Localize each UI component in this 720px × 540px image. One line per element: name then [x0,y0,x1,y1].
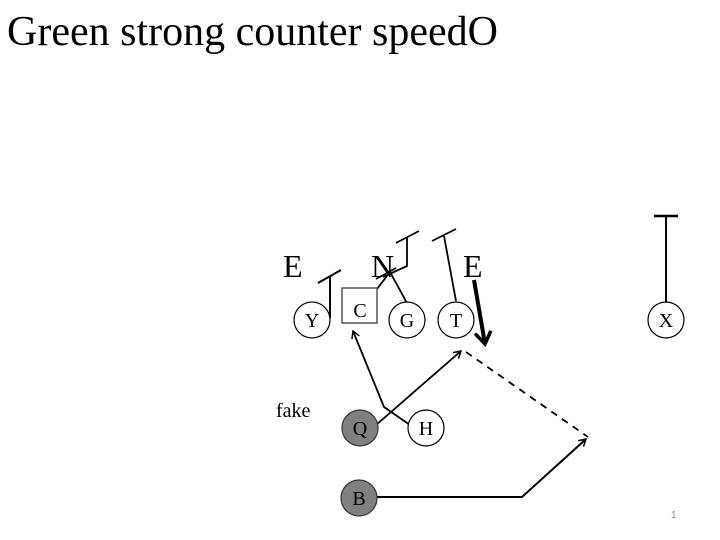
player-t: T [437,301,475,339]
player-x: X [647,301,685,339]
pitch-path [465,351,589,438]
svg-text:T: T [450,310,462,332]
g-block-path [382,230,420,304]
svg-text:X: X [659,310,674,332]
player-h: H [407,409,445,447]
page-number: 1 [671,510,677,521]
defender-e-weak: E [283,248,303,284]
svg-text:B: B [352,488,365,510]
slide-title: Green strong counter speedO [7,9,498,55]
player-b: B [340,479,378,517]
player-c: C [341,287,378,324]
y-block-path [317,269,342,318]
svg-text:C: C [353,300,366,322]
svg-text:H: H [419,418,433,440]
defender-n: N [371,248,394,284]
h-fake-path [351,329,411,426]
player-q: Q [341,409,379,447]
b-path [377,437,588,498]
t-block-path [431,228,457,302]
defender-e-strong: E [463,248,483,284]
svg-text:G: G [400,310,414,332]
x-block-path [654,214,678,302]
player-g: G [388,301,426,339]
svg-text:Y: Y [305,310,319,332]
end-rush-arrow [472,279,493,348]
svg-text:Q: Q [353,418,368,440]
fake-annotation: fake [276,400,311,422]
q-path [375,350,463,426]
player-y: Y [293,301,331,339]
